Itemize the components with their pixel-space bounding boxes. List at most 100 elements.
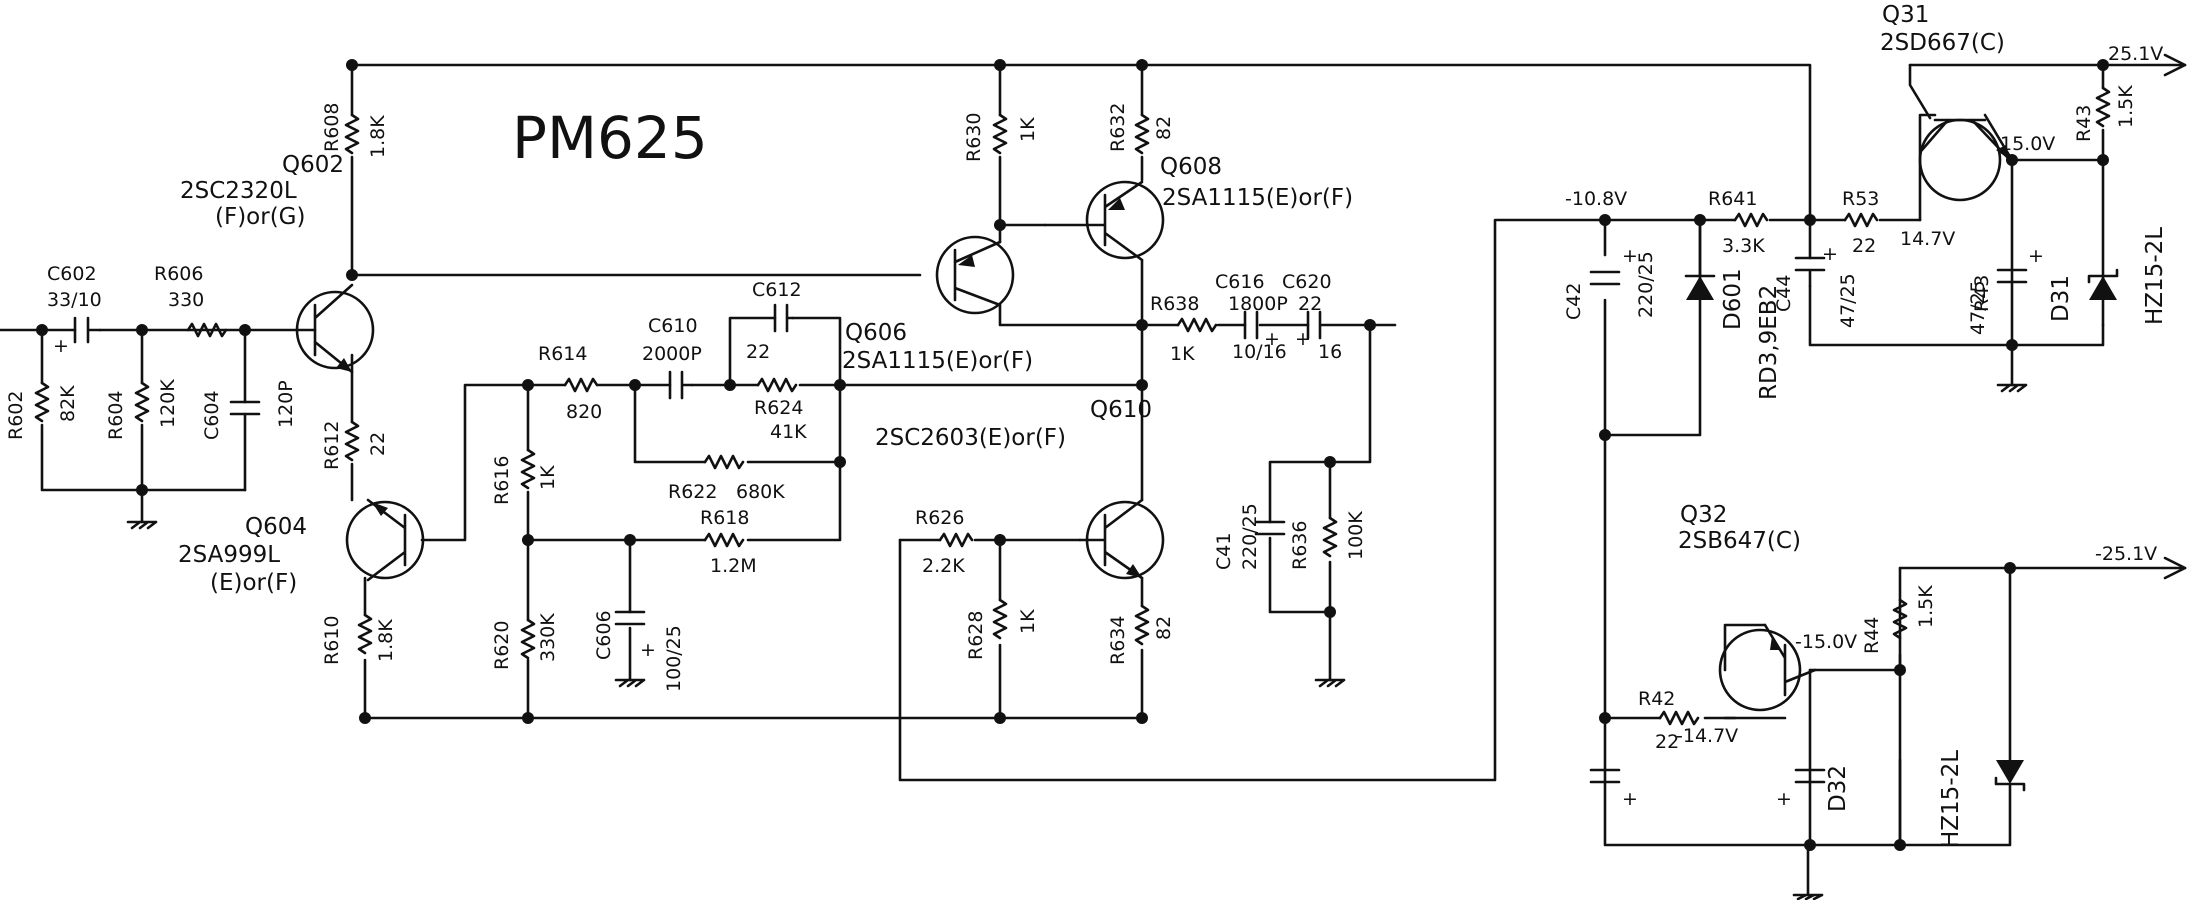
r620-value: 1.2M — [710, 555, 757, 577]
diagram-title: PM625 — [512, 104, 708, 172]
q31-line1: 2SD667(C) — [1880, 30, 2005, 56]
c610-value: 22 — [746, 341, 770, 363]
c610-ref: C612 — [752, 279, 802, 301]
q602-ref: Q602 — [282, 152, 344, 178]
r638-value: 1K — [1170, 343, 1195, 365]
r612-value: 22 — [367, 432, 389, 456]
c620-voltage: 10/16 — [1232, 341, 1287, 363]
r604-ref: R604 — [105, 391, 127, 440]
r43a-value: 1.5K — [2115, 85, 2137, 128]
r53-ref: R53 — [1842, 188, 1879, 210]
plus-r43b: + — [2028, 245, 2044, 267]
diode-d31 — [2087, 268, 2119, 327]
q606-ref: Q606 — [845, 320, 907, 346]
r616-ref: R614 — [538, 343, 587, 365]
plus-c42: + — [1622, 788, 1638, 810]
r612-ref: R612 — [321, 421, 343, 470]
c608-value: 2000P — [642, 343, 702, 365]
plus-c41: + — [1822, 243, 1838, 265]
r624-value: 41K — [770, 421, 807, 443]
q31-ref: Q31 — [1882, 2, 1929, 28]
r606-value: 330 — [168, 289, 204, 311]
r608-ref: R608 — [321, 103, 343, 152]
q608-ref: Q608 — [1160, 154, 1222, 180]
d31-ref: D31 — [2048, 275, 2074, 322]
voltage-25v1-negative: -25.1V — [2095, 543, 2157, 565]
r620-ref: R618 — [700, 507, 749, 529]
q610-ref: Q610 — [1090, 397, 1152, 423]
voltage-10v8-negative: -10.8V — [1565, 188, 1627, 210]
diode-d601 — [1684, 218, 1716, 300]
ground-symbols — [126, 383, 2028, 900]
q606-line1: 2SA1115(E)or(F) — [842, 348, 1033, 374]
r44-ref: R44 — [1861, 617, 1883, 654]
r616-value: 820 — [566, 401, 602, 423]
q602-line1: 2SC2320L — [180, 178, 297, 204]
plus-c44: + — [1776, 788, 1792, 810]
plus-c620: + — [1264, 328, 1280, 350]
voltage-15v0-positive: 15.0V — [2000, 133, 2055, 155]
r42-ref: R42 — [1638, 688, 1675, 710]
r44-value: 1.5K — [1915, 585, 1937, 628]
r606-ref: R606 — [154, 263, 203, 285]
labels: Q602 2SC2320L (F)or(G) Q604 2SA999L (E)o… — [47, 2, 2163, 810]
r626-value: 2.2K — [922, 555, 965, 577]
r618-ref: R620 — [491, 621, 513, 670]
r632-value: 82 — [1153, 116, 1175, 140]
c613-ref: C42 — [1563, 283, 1585, 320]
transistor-q610 — [1078, 498, 1165, 580]
q604-line1: 2SA999L — [178, 542, 280, 568]
r622-ref: R622 — [668, 481, 717, 503]
r622-value: 680K — [736, 481, 785, 503]
r604-value: 120K — [157, 379, 179, 428]
voltage-25v1-positive: 25.1V — [2108, 43, 2163, 65]
plus-c602: + — [53, 335, 69, 357]
r634-ref: R634 — [1107, 616, 1129, 665]
c604-ref: C604 — [201, 390, 223, 440]
r630-value: 1K — [1017, 117, 1039, 142]
transistor-q606 — [935, 235, 1015, 315]
diode-d32 — [1898, 760, 2026, 847]
c616-ref: C41 — [1213, 533, 1235, 570]
r634-value: 82 — [1153, 616, 1175, 640]
transistor-q608 — [1043, 180, 1165, 262]
vertical-labels: R608 1.8K R602 82K R604 120K C604 120P R… — [5, 85, 2168, 848]
r628-value: 1K — [1017, 609, 1039, 634]
c613-value: 220/25 — [1635, 251, 1657, 318]
c608-ref: C610 — [648, 315, 698, 337]
c602-value: 33/10 — [47, 289, 102, 311]
q604-ref: Q604 — [245, 514, 307, 540]
transistor-q31 — [1918, 118, 2012, 202]
supply-arrows — [2163, 53, 2187, 580]
c41-ref: C44 — [1773, 275, 1795, 312]
q32-line1: 2SB647(C) — [1678, 528, 1801, 554]
voltage-14v7-positive: 14.7V — [1900, 228, 1955, 250]
voltage-14v7-negative: -14.7V — [1676, 725, 1738, 747]
c620-value: 1800P — [1228, 293, 1288, 315]
c602-ref: C602 — [47, 263, 97, 285]
r53-value: 22 — [1852, 235, 1876, 257]
c606-value: 100/25 — [663, 625, 685, 692]
transistor-q32 — [1718, 623, 1817, 712]
wires — [0, 63, 2187, 897]
r624-ref: R624 — [754, 397, 803, 419]
r641-ref: R641 — [1708, 188, 1757, 210]
c604-value: 120P — [275, 380, 297, 428]
r630-ref: R630 — [963, 113, 985, 162]
c606-ref: C606 — [593, 610, 615, 660]
plus-c606: + — [640, 639, 656, 661]
r626-ref: R626 — [915, 507, 964, 529]
r608-value: 1.8K — [367, 115, 389, 158]
r632-ref: R632 — [1107, 103, 1129, 152]
r638-ref: R638 — [1150, 293, 1199, 315]
r614-ref: R616 — [491, 456, 513, 505]
r43a-ref: R43 — [2073, 105, 2095, 142]
r610-ref: R610 — [321, 616, 343, 665]
r42-value: 22 — [1655, 731, 1679, 753]
plus-c612: + — [1295, 328, 1311, 350]
c620-ref: C616 — [1215, 271, 1265, 293]
junction-dots — [36, 59, 2109, 851]
c612-value: 22 — [1298, 293, 1322, 315]
d32-part: HZ15-2L — [1938, 750, 1964, 848]
r602-ref: R602 — [5, 391, 27, 440]
